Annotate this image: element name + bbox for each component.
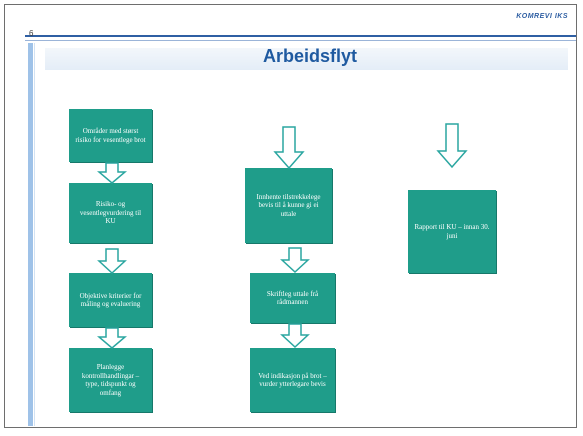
- flow-box-2-2: Skriftleg uttale frå rådmannen: [250, 273, 335, 323]
- down-arrow-icon: [97, 327, 127, 349]
- title-band: [45, 48, 568, 70]
- down-arrow-icon: [436, 123, 468, 169]
- left-accent-bar-thin: [34, 43, 35, 426]
- page-number: 6: [29, 29, 34, 38]
- header-rule-thin: [25, 40, 576, 41]
- flow-box-1-2: Risiko- og vesentlegvurdering til KU: [69, 183, 152, 243]
- down-arrow-icon: [280, 247, 310, 274]
- down-arrow-icon: [97, 248, 127, 274]
- flow-box-2-3: Ved indikasjon på brot – vurder ytterleg…: [250, 348, 335, 412]
- down-arrow-icon: [273, 126, 305, 170]
- slide: 6 KOMREVI IKS Arbeidsflyt Områder med st…: [4, 4, 577, 428]
- header-rule: [25, 35, 576, 37]
- flow-box-1-3: Objektive kriterier for måling og evalue…: [69, 273, 152, 327]
- brand-logo-text: KOMREVI IKS: [516, 13, 568, 20]
- flow-box-3-1: Rapport til KU – innan 30. juni: [408, 190, 496, 273]
- flow-box-2-1: Innhente tilstrekkelege bevis til å kunn…: [245, 168, 332, 243]
- left-accent-bar: [28, 43, 33, 426]
- flow-box-1-1: Områder med størst risiko for vesentlege…: [69, 109, 152, 162]
- flow-box-1-4: Planlegge kontrollhandlingar – type, tid…: [69, 348, 152, 412]
- down-arrow-icon: [280, 323, 310, 349]
- slide-title: Arbeidsflyt: [262, 46, 358, 66]
- down-arrow-icon: [97, 162, 127, 184]
